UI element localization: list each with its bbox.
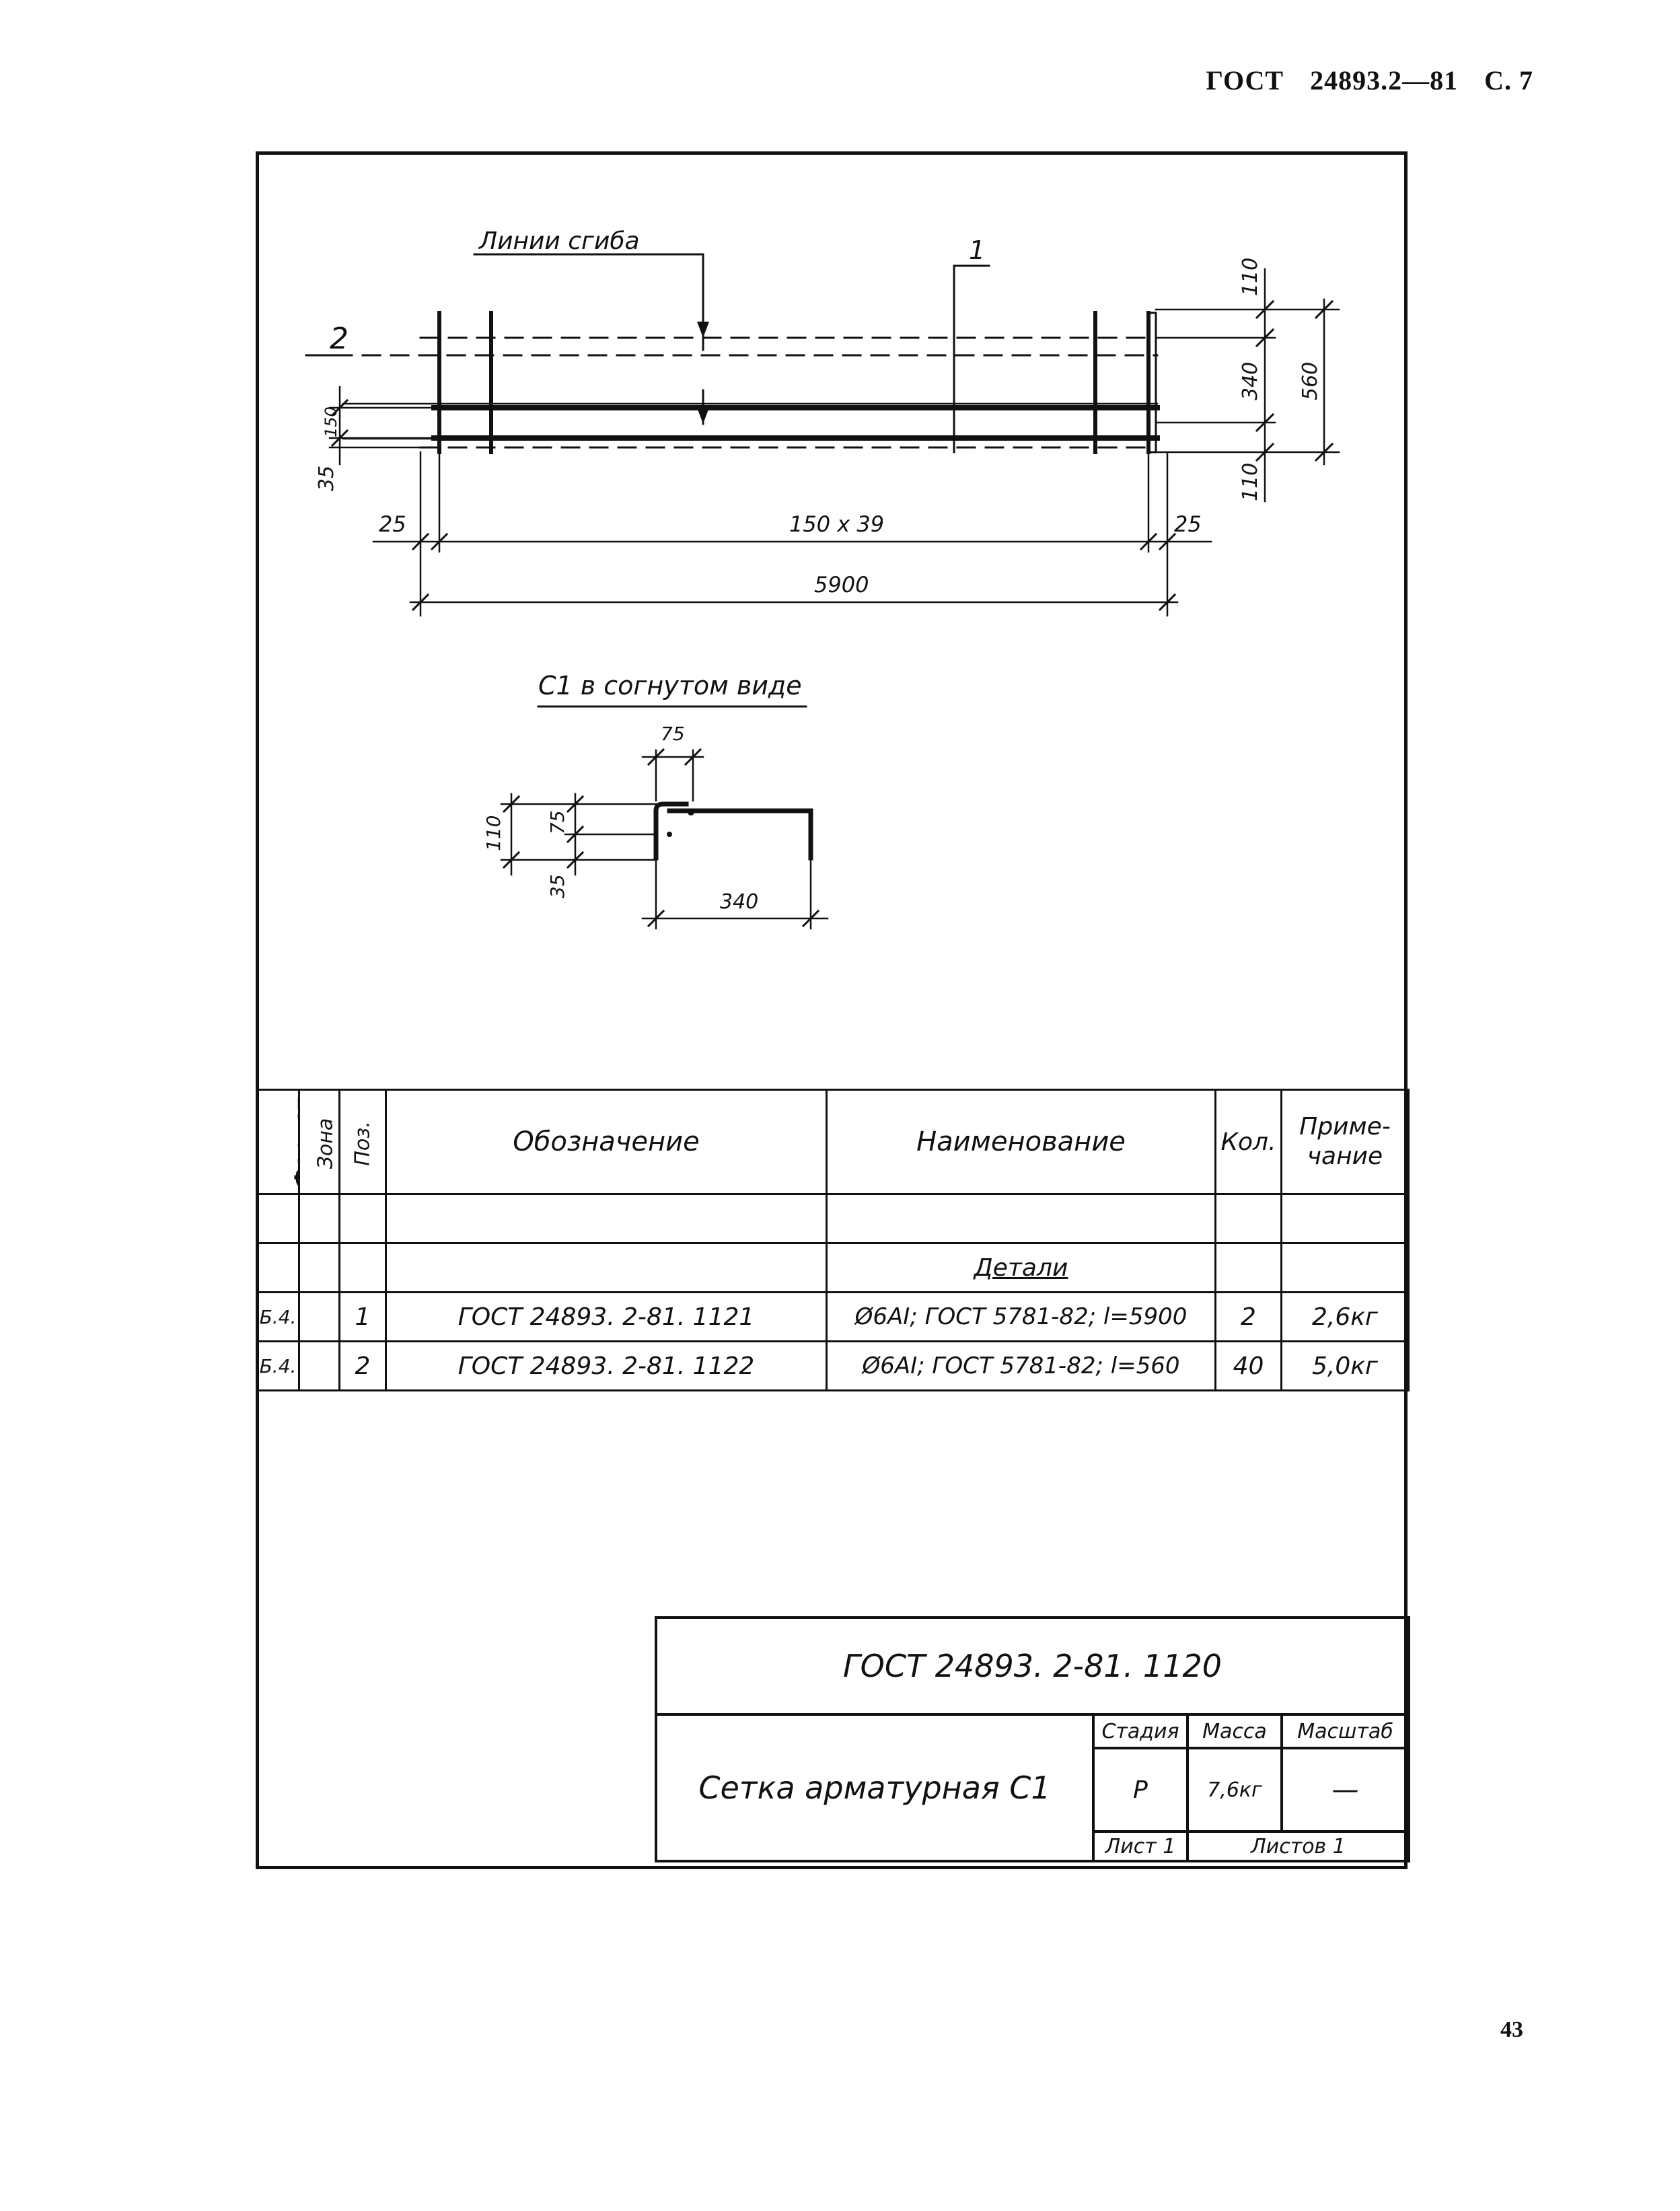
scale-value: — <box>1280 1747 1411 1833</box>
row-pos: 1 <box>338 1291 387 1342</box>
col-qty: Кол. <box>1214 1089 1282 1195</box>
dim-340: 340 <box>1239 362 1262 400</box>
row-pos: 2 <box>338 1340 387 1391</box>
scale-label: Масштаб <box>1280 1713 1411 1749</box>
stage-value: Р <box>1092 1747 1189 1833</box>
section-title: С1 в согнутом виде <box>538 671 802 700</box>
row-name: Ø6АI; ГОСТ 5781-82; l=560 <box>826 1340 1216 1391</box>
sec-110: 110 <box>482 815 505 851</box>
row-qty: 40 <box>1214 1340 1282 1391</box>
drawing-frame <box>256 151 1408 1869</box>
row-zone <box>298 1291 340 1342</box>
row-format: Б.4. <box>256 1291 300 1342</box>
title-block: ГОСТ 24893. 2-81. 1120 Сетка арматурная … <box>654 1616 1411 1862</box>
mass-value: 7,6кг <box>1186 1747 1283 1833</box>
section-details: Детали <box>826 1242 1216 1293</box>
sec-35: 35 <box>546 874 569 898</box>
dim-35: 35 <box>315 466 338 491</box>
header-standard: ГОСТ <box>1206 65 1284 96</box>
doc-code: ГОСТ 24893. 2-81. 1120 <box>654 1616 1411 1716</box>
row-qty: 2 <box>1214 1291 1282 1342</box>
mass-label: Масса <box>1186 1713 1283 1749</box>
col-pos: Поз. <box>338 1089 387 1195</box>
dim-150: 150 <box>322 406 340 437</box>
row-note: 2,6кг <box>1280 1291 1410 1342</box>
callout-1: 1 <box>969 235 985 265</box>
sheets-label: Листов 1 <box>1185 1830 1411 1862</box>
col-name: Наименование <box>826 1089 1216 1195</box>
page-header: ГОСТ 24893.2—81 С. 7 <box>1187 65 1533 96</box>
table-row: Детали <box>256 1242 1410 1293</box>
sec-75-side: 75 <box>546 810 569 834</box>
col-format: Формат <box>256 1089 300 1195</box>
spec-header-row: Формат Зона Поз. Обозначение Наименовани… <box>256 1089 1410 1195</box>
doc-name: Сетка арматурная С1 <box>655 1713 1095 1862</box>
sheet-label: Лист 1 <box>1092 1830 1189 1862</box>
row-name: Ø6АI; ГОСТ 5781-82; l=5900 <box>826 1291 1216 1342</box>
table-row <box>256 1193 1410 1244</box>
dim-560: 560 <box>1299 362 1322 400</box>
sec-75-top: 75 <box>661 723 685 745</box>
row-format: Б.4. <box>256 1340 300 1391</box>
sec-340: 340 <box>720 890 758 914</box>
header-number: 24893.2—81 <box>1310 65 1459 96</box>
dim-110-bottom: 110 <box>1239 463 1262 501</box>
callout-2: 2 <box>330 322 349 356</box>
table-row: Б.4. 1 ГОСТ 24893. 2-81. 1121 Ø6АI; ГОСТ… <box>256 1291 1410 1342</box>
row-note: 5,0кг <box>1280 1340 1410 1391</box>
mesh-plan-view <box>305 253 1340 617</box>
dim-25-left: 25 <box>379 511 406 537</box>
dim-pitch: 150 x 39 <box>789 511 884 537</box>
col-designation: Обозначение <box>385 1089 828 1195</box>
stage-label: Стадия <box>1092 1713 1189 1749</box>
col-note: Приме-чание <box>1280 1089 1410 1195</box>
dim-5900: 5900 <box>814 572 869 597</box>
dim-110-top: 110 <box>1239 258 1262 296</box>
row-designation: ГОСТ 24893. 2-81. 1122 <box>385 1340 828 1391</box>
specification-table: Формат Зона Поз. Обозначение Наименовани… <box>256 1089 1410 1391</box>
bend-lines-label: Линии сгиба <box>478 227 640 255</box>
row-zone <box>298 1340 340 1391</box>
dim-25-right: 25 <box>1174 511 1202 537</box>
col-zone: Зона <box>298 1089 340 1195</box>
header-page-ref: С. 7 <box>1484 65 1533 96</box>
row-designation: ГОСТ 24893. 2-81. 1121 <box>385 1291 828 1342</box>
page-number: 43 <box>1500 2017 1523 2042</box>
bent-section-view <box>500 705 829 930</box>
table-row: Б.4. 2 ГОСТ 24893. 2-81. 1122 Ø6АI; ГОСТ… <box>256 1340 1410 1391</box>
